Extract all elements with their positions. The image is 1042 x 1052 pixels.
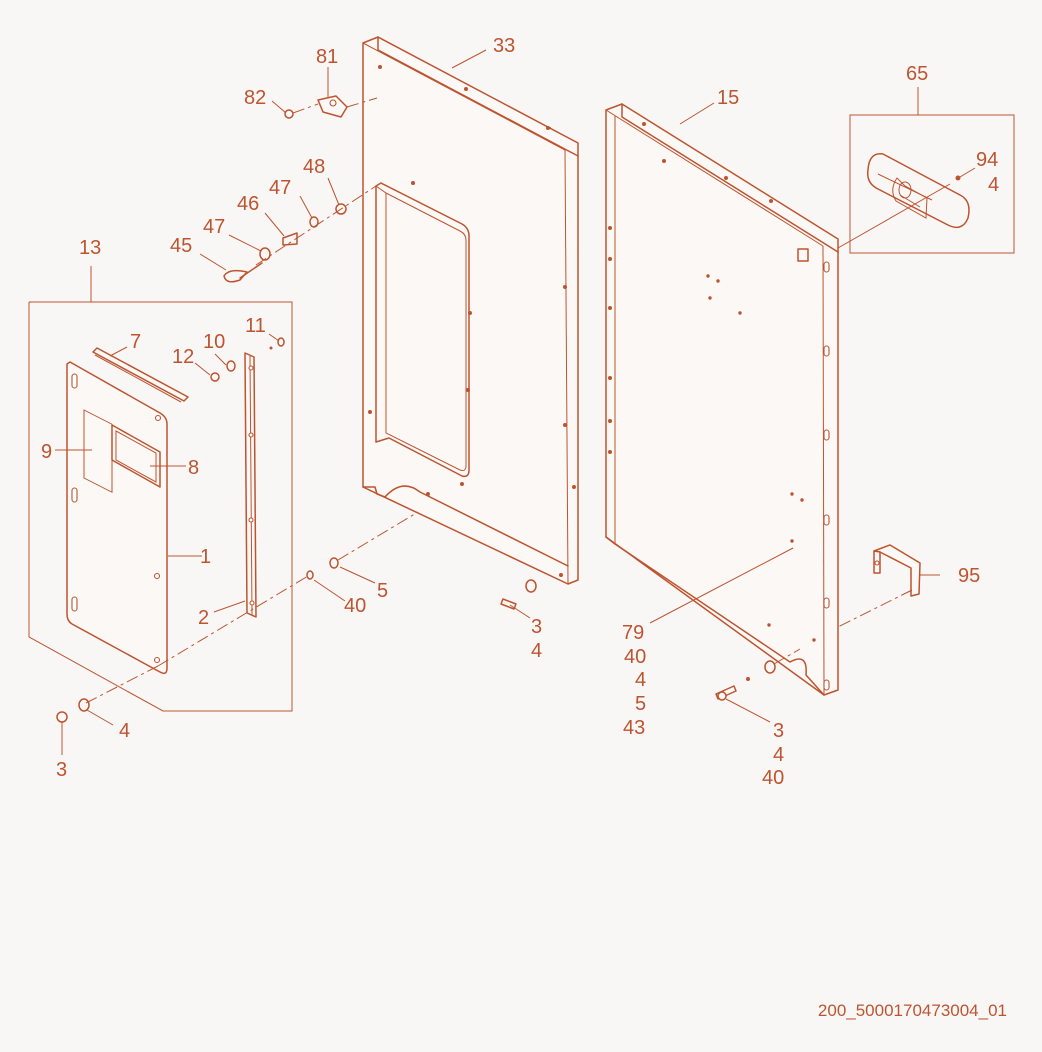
label-4-lower-right: 4 [773, 744, 784, 766]
label-4-right: 4 [635, 669, 646, 691]
label-82: 82 [244, 87, 266, 109]
fasteners-10-11-12 [210, 337, 285, 382]
label-47-lower: 47 [203, 216, 225, 238]
label-11: 11 [245, 315, 266, 337]
bracket-95 [837, 544, 940, 628]
label-40-right: 40 [624, 646, 646, 668]
label-94: 94 [976, 149, 998, 171]
label-46: 46 [237, 193, 259, 215]
group-13-outline [28, 301, 293, 712]
handle-assembly [223, 185, 377, 283]
label-13: 13 [79, 237, 101, 259]
label-65: 65 [906, 63, 928, 85]
label-3-center: 3 [531, 616, 542, 638]
label-47-upper: 47 [269, 177, 291, 199]
label-12: 12 [172, 346, 194, 368]
fasteners-center [500, 579, 537, 610]
panel-33 [362, 36, 579, 585]
label-5: 5 [377, 580, 388, 602]
panel-15 [605, 103, 839, 696]
label-33: 33 [493, 35, 515, 57]
group-65 [837, 87, 1015, 254]
label-40: 40 [344, 595, 366, 617]
label-1: 1 [200, 546, 211, 568]
fasteners-lower-right [715, 648, 801, 701]
label-8: 8 [188, 457, 199, 479]
label-45: 45 [170, 235, 192, 257]
label-9: 9 [41, 441, 52, 463]
label-10: 10 [203, 331, 225, 353]
label-3-lower-left: 3 [56, 759, 67, 781]
label-7: 7 [130, 331, 141, 353]
fasteners-lower-left [56, 511, 419, 723]
leader-lines [55, 49, 976, 755]
strip-2 [244, 352, 257, 618]
label-43: 43 [623, 717, 645, 739]
label-5-right: 5 [635, 693, 646, 715]
label-40-lower-right: 40 [762, 767, 784, 789]
label-95: 95 [958, 565, 980, 587]
label-3-lower-right: 3 [773, 720, 784, 742]
label-79: 79 [622, 622, 644, 644]
label-15: 15 [717, 87, 739, 109]
gasket-7 [92, 347, 189, 403]
label-2: 2 [198, 607, 209, 629]
cover-plate-1 [66, 361, 168, 675]
label-4-94: 4 [988, 174, 999, 196]
label-4-lower-left: 4 [119, 720, 130, 742]
latch-81 [284, 95, 378, 119]
drawing-code: 200_5000170473004_01 [818, 1001, 1007, 1020]
label-48: 48 [303, 156, 325, 178]
label-81: 81 [316, 46, 338, 68]
part-labels: 33 81 82 15 65 94 4 48 47 46 47 45 13 7 … [41, 35, 999, 789]
label-4-center: 4 [531, 640, 542, 662]
